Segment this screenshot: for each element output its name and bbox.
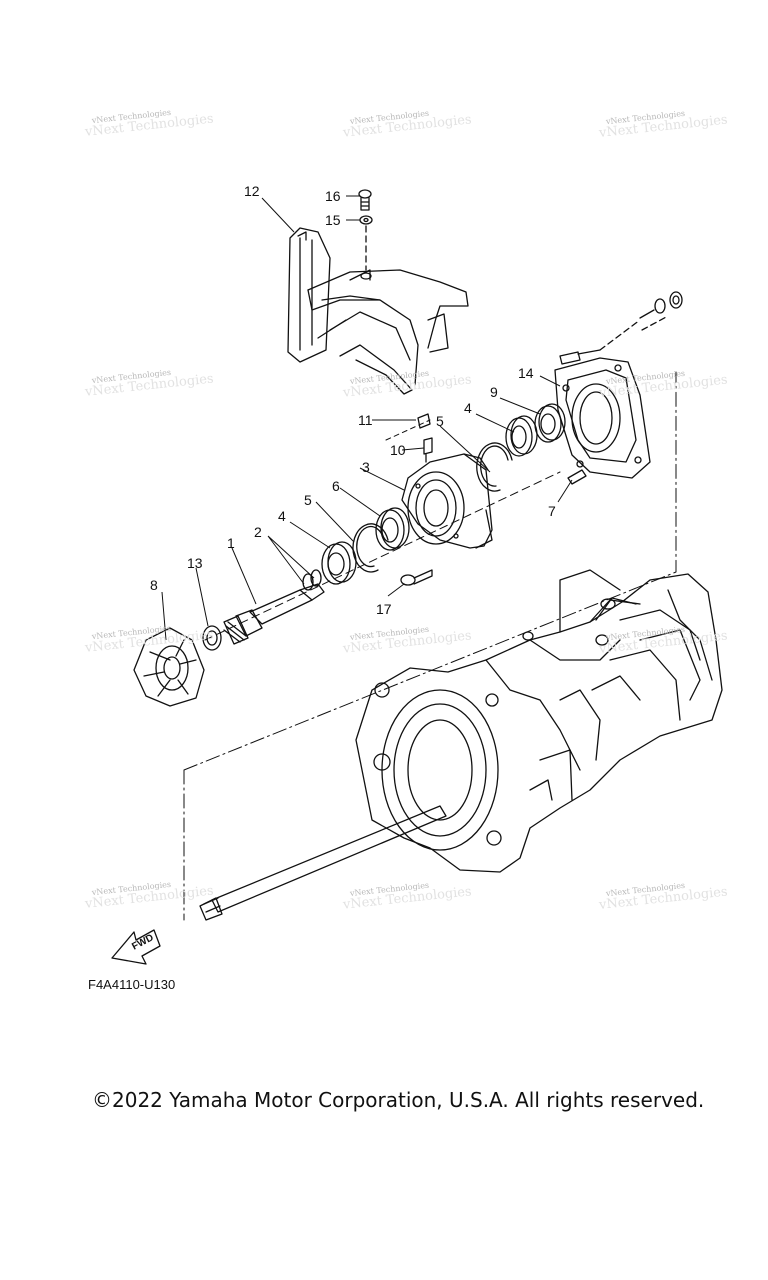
copyright-notice: ©2022 Yamaha Motor Corporation, U.S.A. A… xyxy=(92,1088,705,1112)
exploded-axis-line xyxy=(204,471,561,641)
watermark-grid: vNext Technologies vNext Technologies vN… xyxy=(83,108,728,913)
callout-16: 16 xyxy=(325,188,341,204)
part-6-oil-seal xyxy=(375,507,410,551)
part-15-washer xyxy=(359,215,373,271)
diagram-reference-code: F4A4110-U130 xyxy=(88,977,176,992)
part-10-impeller xyxy=(133,627,205,707)
part-11-collar xyxy=(202,625,222,651)
callout-17: 12 xyxy=(244,183,260,199)
watermark: vNext Technologies vNext Technologies xyxy=(83,108,214,140)
part-4-bearing-upper xyxy=(505,415,538,457)
assembly-frame-line xyxy=(183,371,677,921)
fwd-arrow-icon xyxy=(111,929,161,965)
callout-6: 6 xyxy=(332,478,340,494)
callout-4-upper: 4 xyxy=(464,400,472,416)
callout-13: 17 xyxy=(376,601,392,617)
watermark: vNext Technologies vNext Technologies xyxy=(341,625,472,657)
callout-15: 15 xyxy=(325,212,341,228)
callout-9: 11 xyxy=(358,412,373,428)
callout-4-lower: 4 xyxy=(278,508,286,524)
callout-2: 2 xyxy=(254,524,262,540)
part-3-bearing-housing xyxy=(401,453,493,549)
part-16-bolt xyxy=(358,189,372,211)
part-8-grease-nipple xyxy=(423,437,433,463)
part-7-bearing xyxy=(534,403,566,443)
jet-pump-housing xyxy=(355,569,723,873)
watermark: vNext Technologies vNext Technologies xyxy=(597,881,728,913)
callout-3: 3 xyxy=(362,459,370,475)
part-5-circlip-lower xyxy=(352,523,389,573)
part-4-bearing-lower xyxy=(321,541,357,585)
watermark: vNext Technologies vNext Technologies xyxy=(597,625,728,657)
callout-5-lower: 5 xyxy=(304,492,312,508)
callout-10: 8 xyxy=(150,577,158,593)
callout-12: 7 xyxy=(548,503,556,519)
watermark: vNext Technologies vNext Technologies xyxy=(83,624,214,656)
part-14-duct-plate xyxy=(554,291,683,479)
watermark: vNext Technologies vNext Technologies xyxy=(341,369,472,401)
drive-shaft xyxy=(199,805,447,921)
watermark: vNext Technologies vNext Technologies xyxy=(597,109,728,141)
watermark: vNext Technologies vNext Technologies xyxy=(83,880,214,912)
part-2-o-rings xyxy=(302,569,322,591)
watermark: vNext Technologies vNext Technologies xyxy=(83,368,214,400)
callout-5-upper: 5 xyxy=(436,413,444,429)
watermark: vNext Technologies vNext Technologies xyxy=(341,109,472,141)
part-17-cover xyxy=(287,227,469,395)
part-13-bolt xyxy=(400,569,433,586)
callout-leader-lines xyxy=(161,195,573,641)
watermark: vNext Technologies vNext Technologies xyxy=(341,881,472,913)
part-1-impeller-shaft xyxy=(223,583,325,645)
callout-11: 13 xyxy=(187,555,203,571)
callout-8: 10 xyxy=(390,442,406,458)
fwd-label: FWD xyxy=(130,932,155,952)
callout-1: 1 xyxy=(227,535,235,551)
callout-14: 14 xyxy=(518,365,534,381)
callout-7: 9 xyxy=(490,384,498,400)
